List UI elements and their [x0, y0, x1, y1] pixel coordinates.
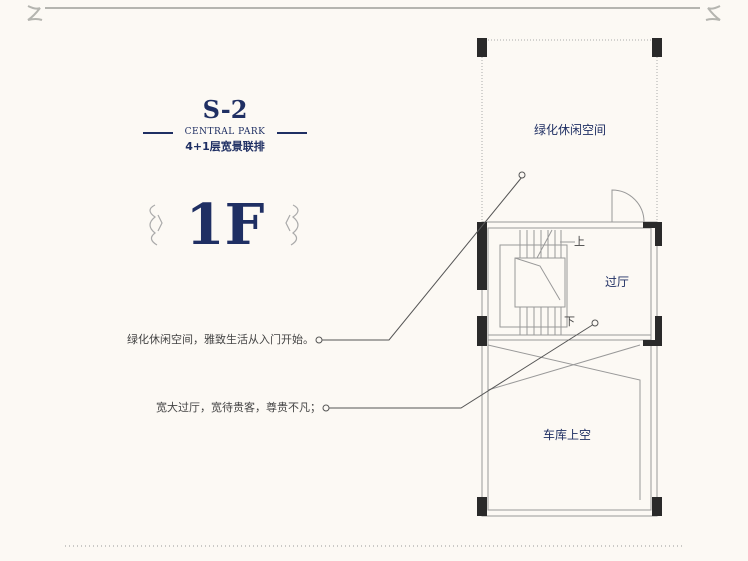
staircase: [499, 229, 575, 335]
model-title: S-2: [202, 95, 248, 124]
columns: [477, 38, 662, 516]
house-type: 4+1层宽景联排: [185, 140, 265, 153]
room-garage: 车库上空: [543, 428, 592, 442]
note-hall: 宽大过厅，宽待贵客，尊贵不凡；: [156, 401, 321, 414]
top-ornament-border: [27, 5, 721, 21]
walls: [481, 189, 658, 517]
stair-down-label: 下: [564, 315, 575, 328]
stair-up-label: 上: [574, 235, 585, 248]
room-garden: 绿化休闲空间: [534, 123, 607, 137]
room-hall: 过厅: [605, 275, 630, 289]
note-garden: 绿化休闲空间，雅致生活从入门开始。: [127, 333, 314, 346]
leader-lines: [315, 171, 599, 412]
flourish-ornaments: [149, 204, 299, 246]
garage-lines: [487, 344, 641, 500]
floor-label: 1F: [185, 192, 265, 258]
project-name: CENTRAL PARK: [184, 127, 266, 137]
